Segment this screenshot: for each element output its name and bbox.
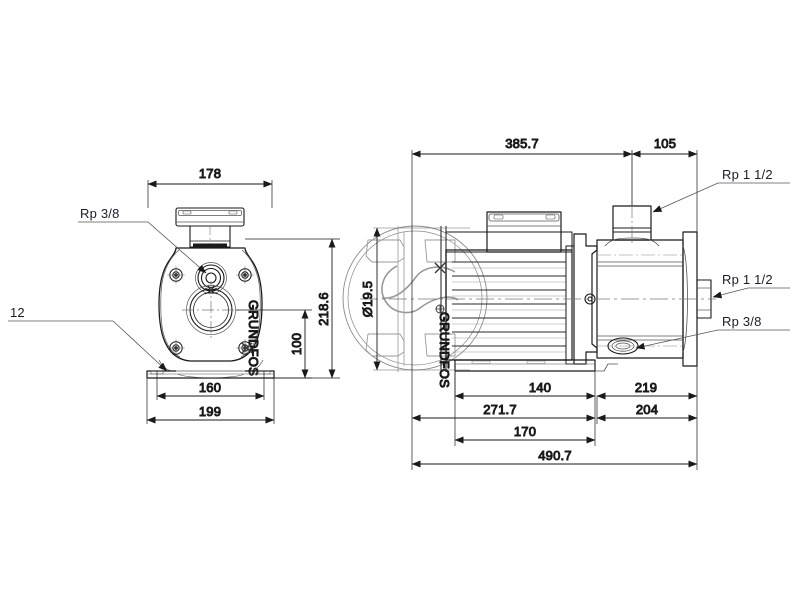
callout-rp112-top-label: Rp 1 1/2 [722, 167, 773, 182]
dim-219-label: 219 [635, 380, 657, 395]
dim-218-6-label: 218.6 [316, 292, 331, 326]
callout-front-rp38: Rp 3/8 [78, 206, 207, 274]
dim-178-label: 178 [199, 166, 221, 181]
dim-105-label: 105 [654, 136, 676, 151]
dim-219: 219 [596, 318, 698, 400]
callout-rp112-end-label: Rp 1 1/2 [722, 272, 773, 287]
side-base-plate [454, 359, 618, 372]
dim-271-7: 271.7 [411, 228, 596, 424]
dim-140-label: 140 [529, 380, 551, 395]
dim-100: 100 [236, 309, 312, 379]
dim-490-7-label: 490.7 [538, 448, 572, 463]
dim-140: 140 [454, 371, 596, 400]
motor-housing [445, 231, 575, 365]
dim-271-7-label: 271.7 [483, 402, 517, 417]
front-brand-logo: GRUNDFOS [241, 299, 262, 377]
svg-text:GRUNDFOS: GRUNDFOS [246, 300, 261, 376]
svg-text:GRUNDFOS: GRUNDFOS [437, 312, 452, 388]
side-brand-logo: GRUNDFOS [434, 262, 453, 389]
dim-105: 105 [631, 136, 698, 280]
dim-204-label: 204 [636, 402, 658, 417]
front-shaft-flange [182, 281, 240, 339]
dim-100-label: 100 [289, 333, 304, 355]
dim-385-7: 385.7 [411, 136, 633, 228]
front-view: GRUNDFOS [146, 207, 275, 379]
discharge-port-top [604, 205, 660, 247]
front-view-dimensions: 178 218.6 100 160 199 [146, 166, 340, 424]
side-view-dimensions: 385.7 105 Ø19.5 140 219 [360, 136, 698, 470]
callout-rp112-end: Rp 1 1/2 [712, 272, 790, 299]
callout-rp112-top: Rp 1 1/2 [652, 167, 790, 213]
callout-front-rp38-label: Rp 3/8 [80, 206, 120, 221]
side-terminal-box [486, 211, 562, 253]
front-view-callouts: Rp 3/8 12 [8, 206, 207, 372]
side-view: GRUNDFOS [342, 205, 716, 389]
dim-170-label: 170 [514, 424, 536, 439]
dim-385-7-label: 385.7 [505, 136, 539, 151]
dim-dia-19-5-label: Ø19.5 [360, 281, 375, 317]
dim-dia-19-5: Ø19.5 [360, 227, 470, 371]
callout-foot-thickness-label: 12 [10, 305, 25, 320]
callout-foot-thickness: 12 [8, 305, 168, 372]
front-terminal-box [175, 207, 245, 248]
dim-204: 204 [596, 396, 698, 424]
dim-199-label: 199 [199, 404, 221, 419]
dim-178: 178 [147, 166, 273, 208]
callout-rp38-drain-label: Rp 3/8 [722, 314, 762, 329]
dim-160-label: 160 [199, 380, 221, 395]
dim-490-7: 490.7 [411, 424, 698, 470]
dim-160: 160 [156, 371, 265, 400]
callout-rp38-drain: Rp 3/8 [635, 314, 790, 350]
dim-170: 170 [454, 371, 596, 446]
side-view-callouts: Rp 1 1/2 Rp 1 1/2 Rp 3/8 [635, 167, 790, 350]
dim-199: 199 [146, 378, 275, 424]
